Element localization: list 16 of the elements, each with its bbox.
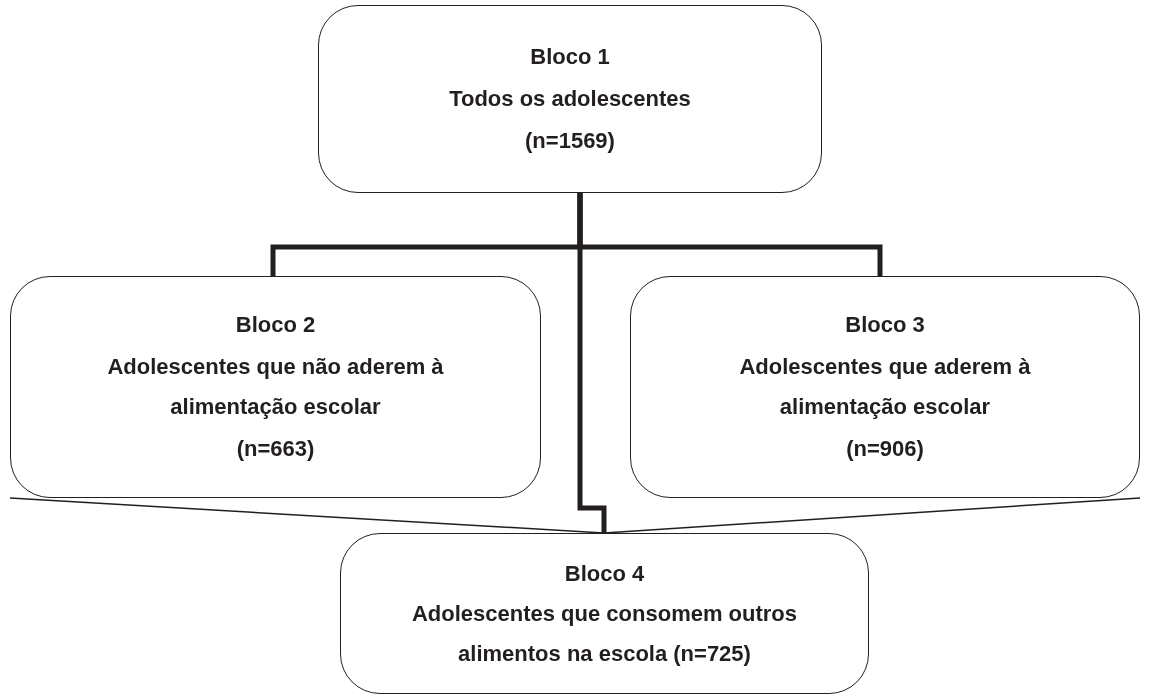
box-text: (n=1569) [525,127,615,155]
rounded-box [340,533,869,694]
box-heading: Bloco 3 [845,311,925,339]
connector-line [577,193,607,533]
box-text: Adolescentes que não aderem à alimentação escolar [106,353,445,421]
box-heading: Bloco 1 [530,43,610,71]
rounded-box [630,276,1140,498]
box-text: Adolescentes que consomem outros alimentos na escola (n=725) [410,599,799,668]
rounded-box [10,276,541,498]
rounded-box [318,5,822,193]
box-text: (n=906) [846,435,924,463]
box-heading: Bloco 4 [564,559,645,588]
box-text: (n=663) [236,435,315,463]
box-text: Adolescentes que aderem à alimentação escolar [738,353,1032,421]
box-text: Todos os adolescentes [449,85,691,113]
box-heading: Bloco 2 [235,311,316,339]
